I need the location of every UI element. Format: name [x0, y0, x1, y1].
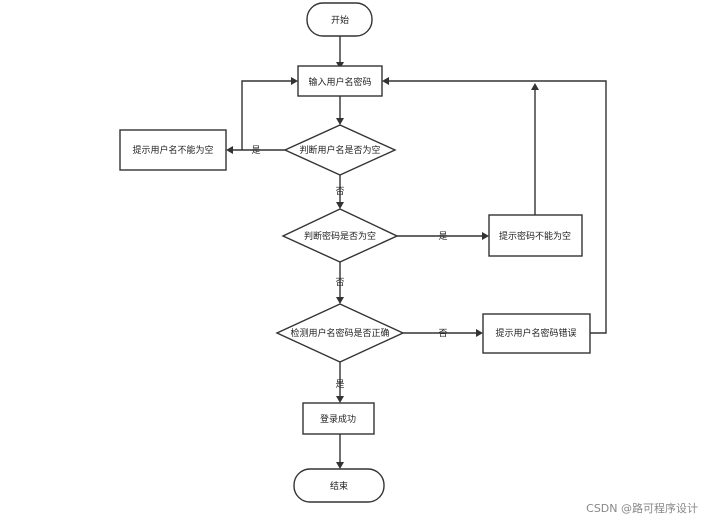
verify-label: 检测用户名密码是否正确: [290, 327, 389, 339]
edge-wrong-loop: [389, 80, 607, 334]
wrong-label: 提示用户名密码错误: [495, 327, 576, 339]
start-node: [306, 2, 373, 37]
arrowhead: [336, 297, 344, 304]
arrowhead: [336, 202, 344, 209]
arrowhead: [291, 77, 298, 85]
arrowhead: [336, 396, 344, 403]
arrowhead: [336, 462, 344, 469]
edge-username-empty-loop: [241, 80, 291, 150]
watermark: CSDN @路可程序设计: [586, 501, 698, 515]
check-password-label: 判断密码是否为空: [304, 230, 376, 242]
password-empty-node: [488, 214, 583, 257]
verify-node: [275, 303, 405, 363]
success-label: 登录成功: [320, 413, 356, 425]
edge-label-verify-yes: 是: [335, 379, 344, 390]
arrowhead: [226, 146, 233, 154]
arrowhead: [531, 83, 539, 90]
edge-label-password-yes: 是: [438, 231, 447, 242]
input-node-label: 输入用户名密码: [308, 76, 371, 88]
edge-label-username-yes: 是: [251, 145, 260, 156]
edge-label-username-no: 否: [335, 186, 344, 197]
check-username-label: 判断用户名是否为空: [299, 144, 380, 156]
edge-label-verify-no: 否: [438, 328, 447, 339]
username-empty-label: 提示用户名不能为空: [132, 144, 213, 156]
arrowhead: [382, 77, 389, 85]
arrowhead: [476, 329, 483, 337]
end-node: [293, 468, 385, 503]
check-username-node: [283, 124, 397, 176]
edge-label-password-no: 否: [335, 277, 344, 288]
success-node: [302, 402, 375, 435]
input-node: [297, 65, 383, 97]
end-label: 结束: [330, 480, 348, 492]
username-empty-node: [119, 129, 227, 171]
check-password-node: [281, 208, 399, 263]
start-node-label: 开始: [331, 14, 349, 26]
wrong-node: [482, 313, 591, 354]
arrowhead: [336, 118, 344, 125]
password-empty-label: 提示密码不能为空: [499, 230, 571, 242]
arrowhead: [482, 232, 489, 240]
